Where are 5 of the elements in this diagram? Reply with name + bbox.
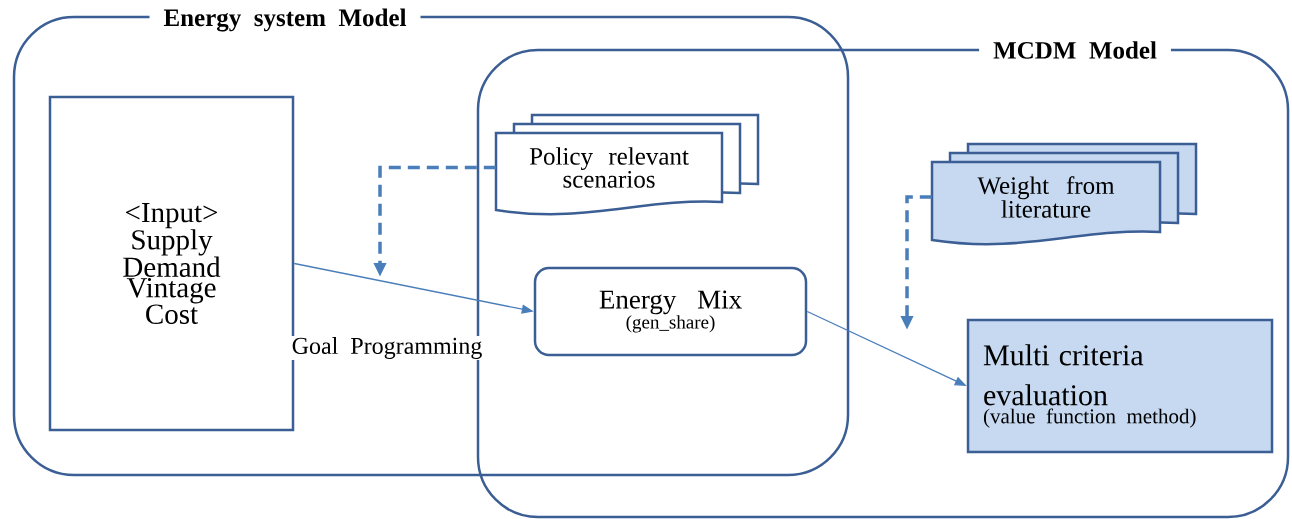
evaluation-box: Multi criteria evaluation (value function method) [966,318,1274,454]
process-box: Energy Mix (gen_share) [533,266,808,357]
document-stack: Weight from literature [930,142,1198,246]
edge-label: Goal Programming [290,336,484,360]
document-stack: Policy relevant scenarios [494,113,760,216]
